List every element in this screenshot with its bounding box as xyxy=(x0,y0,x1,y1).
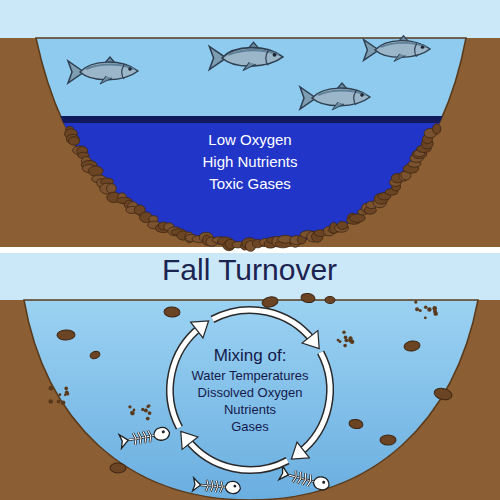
node-heading: Mixing of: xyxy=(214,345,287,367)
fish xyxy=(300,83,370,110)
diagram-title: Fall Turnover xyxy=(162,253,337,287)
sky xyxy=(0,253,500,500)
fish-skeleton xyxy=(192,478,240,495)
node-text: High Nutrients xyxy=(202,151,297,173)
node-text: Low Oxygen xyxy=(208,129,291,151)
fish-skeleton xyxy=(279,466,331,492)
mixing-cycle: Mixing of:Water TemperaturesDissolved Ox… xyxy=(164,304,336,476)
node-text: Gases xyxy=(231,418,269,435)
fish xyxy=(68,57,138,84)
sediment-particles xyxy=(48,292,453,473)
dead-fish-group xyxy=(119,426,331,495)
fish xyxy=(364,36,431,62)
water-layer-band: Low OxygenHigh NutrientsToxic Gases xyxy=(0,116,500,247)
fish-group xyxy=(68,36,430,110)
node-text: Nutrients xyxy=(224,401,276,418)
node-text: Toxic Gases xyxy=(209,173,291,195)
sky xyxy=(0,0,500,247)
fish xyxy=(209,42,283,70)
ground xyxy=(0,38,500,247)
sediment xyxy=(65,124,441,251)
lake-water xyxy=(24,300,478,500)
ground xyxy=(0,300,500,500)
node-text: Water Temperatures xyxy=(191,367,308,384)
node-text: Dissolved Oxygen xyxy=(198,384,303,401)
fish-skeleton xyxy=(119,426,171,448)
